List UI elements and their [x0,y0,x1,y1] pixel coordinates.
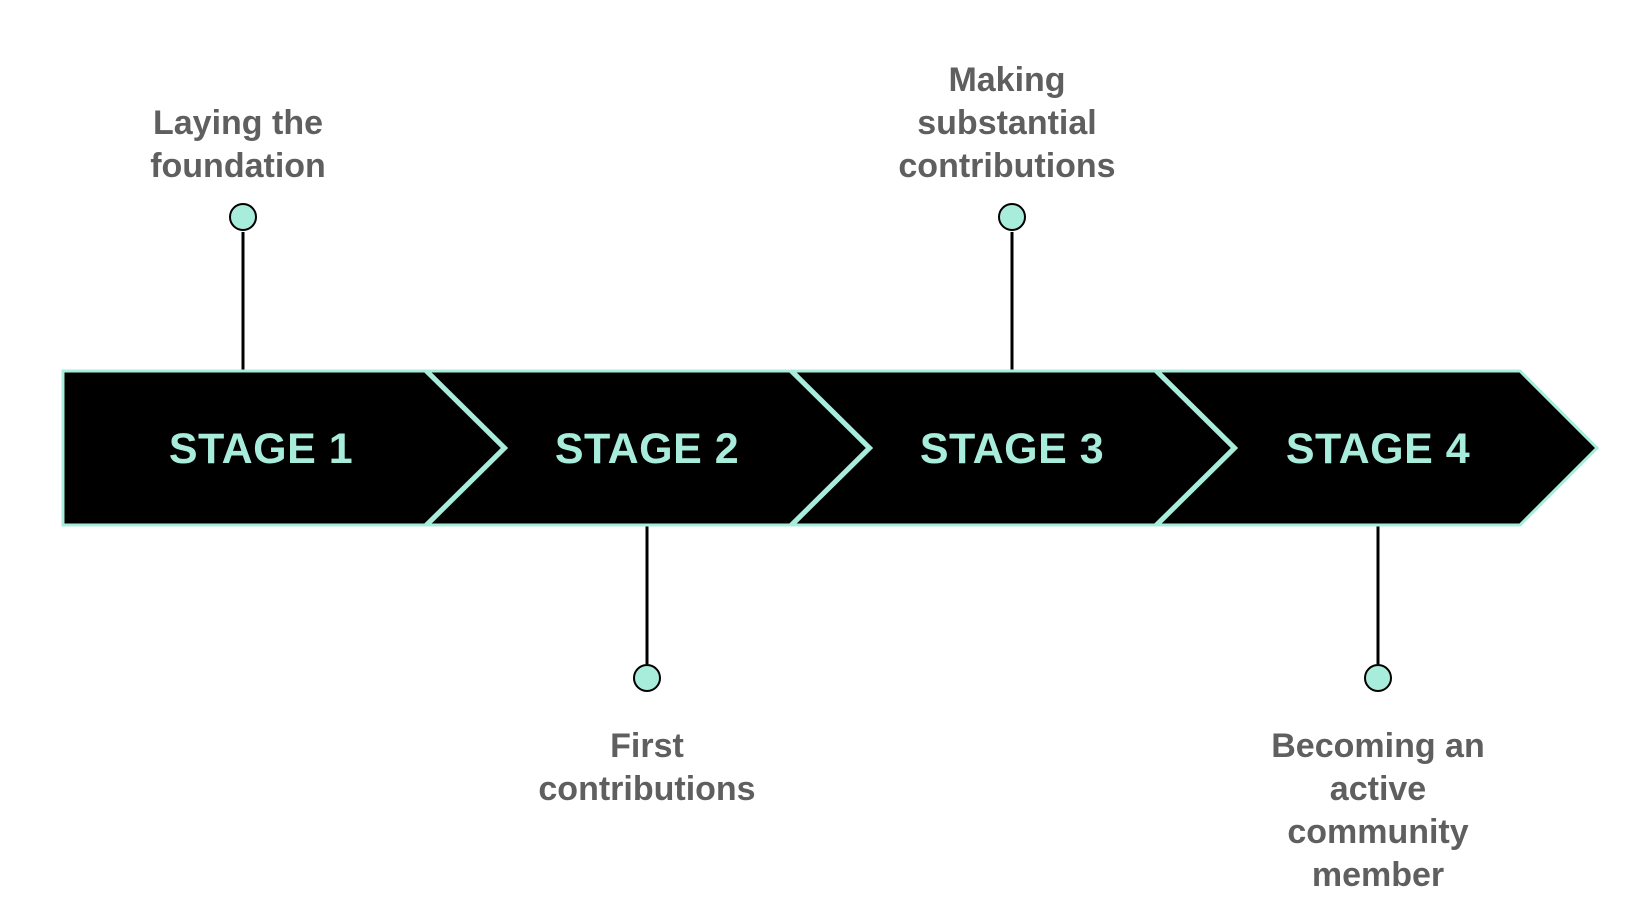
stage-arrow-2 [424,369,871,527]
connector-1 [229,203,257,372]
milestone-label-2: First contributions [538,727,756,808]
milestone-dot-1 [229,203,257,231]
milestone-label-1: Laying the foundation [150,104,326,185]
milestone-dot-3 [998,203,1026,231]
stage-arrow-1 [61,369,506,527]
stage-label-1: STAGE 1 [168,425,354,473]
connector-3 [998,203,1026,372]
milestone-label-4: Becoming an active community member [1271,727,1485,894]
milestone-dot-4 [1364,664,1392,692]
stage-arrow-3 [789,369,1236,527]
connector-4 [1364,522,1392,692]
stage-label-4: STAGE 4 [1285,425,1471,473]
connector-2 [633,522,661,692]
stage-label-2: STAGE 2 [554,425,740,473]
stage-arrow-4 [1154,369,1600,527]
stage-label-3: STAGE 3 [919,425,1105,473]
milestone-label-3: Making substantial contributions [898,61,1116,185]
milestone-dot-2 [633,664,661,692]
